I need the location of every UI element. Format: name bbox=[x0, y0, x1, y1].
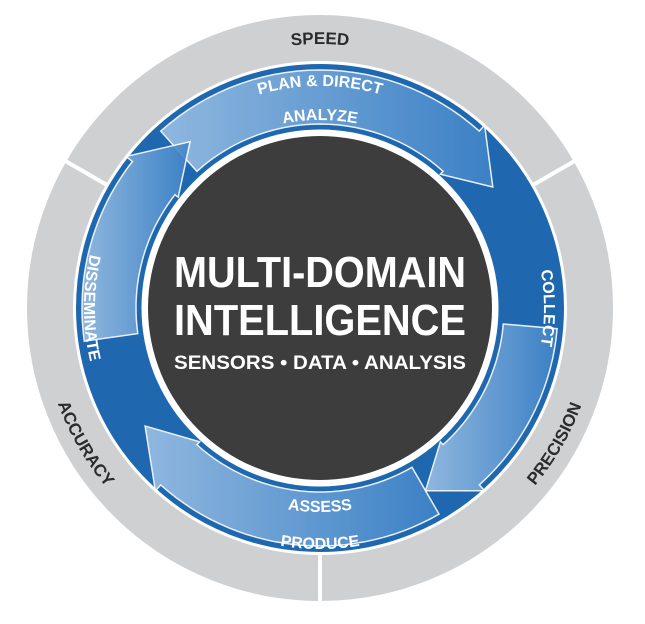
arrow-produce-to-disseminate bbox=[144, 424, 441, 547]
label-assess: ASSESS bbox=[287, 497, 353, 517]
center-title-line1: MULTI-DOMAIN bbox=[174, 248, 466, 297]
label-produce: PRODUCE bbox=[280, 533, 361, 553]
center-disc bbox=[148, 136, 492, 480]
arrow-collect-to-produce bbox=[424, 323, 558, 492]
center-title-line2: INTELLIGENCE bbox=[174, 296, 466, 345]
cycle-arrows bbox=[81, 69, 558, 547]
inner-white-border bbox=[141, 129, 499, 487]
label-disseminate: DISSEMINATE bbox=[80, 253, 103, 362]
ring-divider bbox=[531, 158, 578, 188]
label-analyze: ANALYZE bbox=[281, 107, 359, 128]
ring-divider bbox=[62, 158, 109, 188]
ring-dividers bbox=[62, 158, 578, 604]
label-collect: COLLECT bbox=[537, 268, 557, 347]
arrow-plan-to-collect bbox=[159, 69, 494, 188]
arrow-disseminate-to-plan bbox=[81, 140, 192, 342]
label-speed: SPEED bbox=[290, 29, 350, 50]
center-subtitle: SENSORS • DATA • ANALYSIS bbox=[174, 353, 466, 374]
